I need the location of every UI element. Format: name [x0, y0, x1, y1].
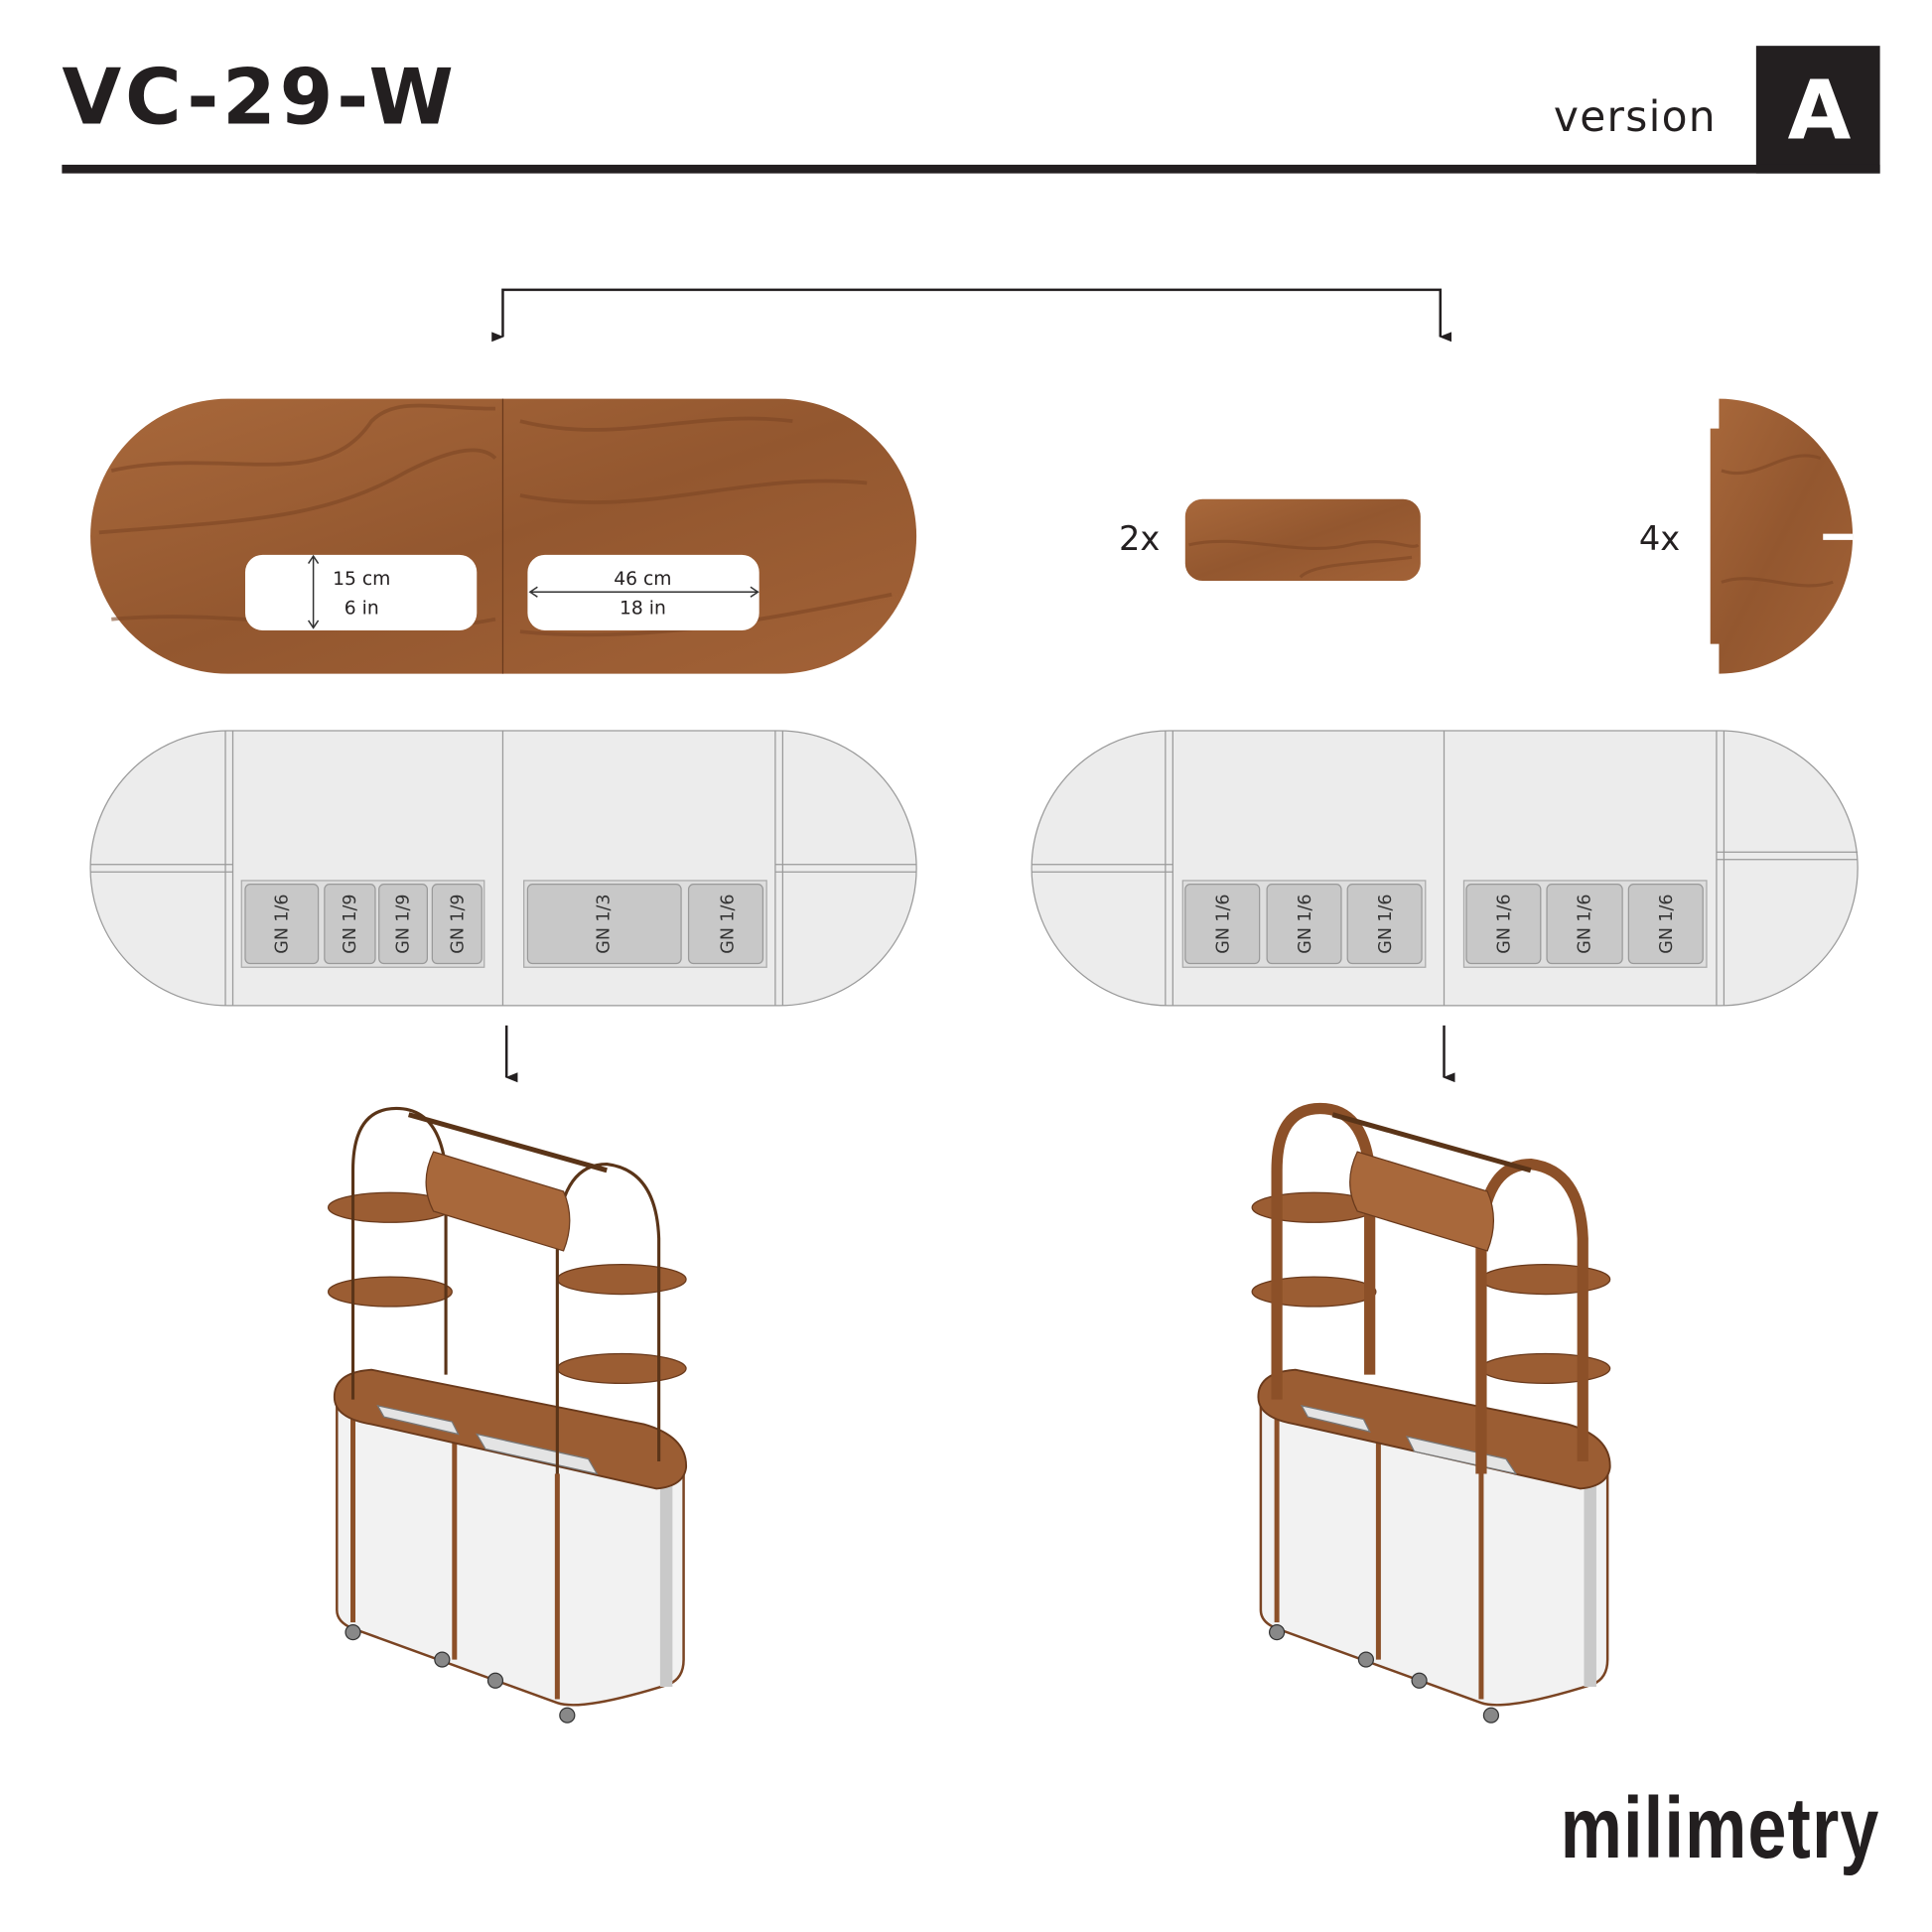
- pan-label: GN 1/6: [272, 894, 292, 953]
- layout-right-plan: GN 1/6 GN 1/6 GN 1/6 GN 1/6 GN 1/6 GN 1/…: [1031, 730, 1859, 1007]
- pan-label: GN 1/9: [394, 894, 414, 953]
- small-board: [1184, 498, 1421, 582]
- pan-label: GN 1/6: [1495, 894, 1515, 953]
- width-in: 18 in: [620, 599, 666, 620]
- header-rule: [62, 164, 1880, 174]
- pan: [1266, 884, 1342, 965]
- version-value: A: [1788, 65, 1852, 159]
- pan: [1627, 884, 1704, 965]
- pan-label: GN 1/6: [1213, 894, 1233, 953]
- small-board-qty: 2x: [1119, 519, 1160, 558]
- pan: [244, 884, 320, 965]
- half-round-shelf: [1710, 398, 1854, 674]
- brand-logo: milimetry: [1561, 1779, 1880, 1876]
- pan-label: GN 1/6: [1657, 894, 1677, 953]
- page-title: VC-29-W: [62, 54, 457, 143]
- version-label: version: [1554, 93, 1717, 142]
- pan: [687, 884, 764, 965]
- pan-label: GN 1/6: [718, 894, 738, 953]
- pan: [1465, 884, 1542, 965]
- pan-label: GN 1/9: [449, 894, 469, 953]
- layout-left-plan: GN 1/6 GN 1/9 GN 1/9 GN 1/9 GN 1/3 GN 1/…: [89, 730, 917, 1007]
- pan-label: GN 1/6: [1296, 894, 1315, 953]
- pan: [431, 884, 483, 965]
- distribution-bracket: [491, 288, 1451, 343]
- top-board: 15 cm 6 in 46 cm 18 in: [90, 398, 917, 674]
- pan-label: GN 1/6: [1376, 894, 1396, 953]
- pan: [526, 884, 682, 965]
- pan-label: GN 1/9: [341, 894, 360, 953]
- pan: [1546, 884, 1623, 965]
- pan: [1346, 884, 1423, 965]
- half-round-qty: 4x: [1639, 519, 1680, 558]
- pan: [1184, 884, 1261, 965]
- pan-label: GN 1/6: [1576, 894, 1595, 953]
- cart-render-right: [1251, 1102, 1611, 1724]
- pan-label: GN 1/3: [595, 894, 615, 953]
- version-badge: [1755, 46, 1880, 174]
- pan: [378, 884, 428, 965]
- pan: [324, 884, 376, 965]
- height-in: 6 in: [345, 599, 379, 620]
- height-dimension-label: [244, 554, 478, 630]
- width-cm: 46 cm: [614, 569, 671, 590]
- cart-render-left: [327, 1106, 688, 1724]
- height-cm: 15 cm: [333, 569, 390, 590]
